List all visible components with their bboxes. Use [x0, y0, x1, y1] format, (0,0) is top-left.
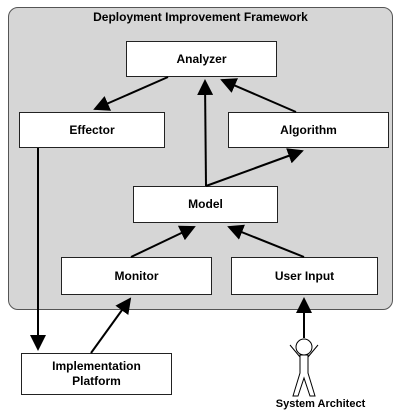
- arrow-algorithm-to-analyzer: [220, 78, 297, 113]
- arrow-monitor-to-model: [130, 225, 196, 258]
- model-box: Model: [133, 186, 278, 223]
- algorithm-box: Algorithm: [228, 112, 389, 148]
- implementation-platform-box: Implementation Platform: [21, 353, 172, 395]
- arrow-platform-to-monitor: [90, 297, 132, 354]
- arrow-model-to-analyzer: [197, 79, 214, 187]
- system-architect-label: System Architect: [275, 398, 366, 410]
- connector-arrows: [30, 76, 312, 354]
- monitor-box: Monitor: [61, 257, 212, 295]
- arrow-user-input-to-model: [227, 224, 305, 258]
- framework-title: Deployment Improvement Framework: [93, 10, 308, 24]
- arrow-analyzer-to-effector: [93, 76, 169, 111]
- user-input-box: User Input: [231, 257, 378, 295]
- arrow-model-to-algorithm: [205, 148, 304, 187]
- effector-box: Effector: [19, 112, 165, 148]
- analyzer-box: Analyzer: [126, 41, 277, 77]
- system-architect-icon: [289, 338, 319, 397]
